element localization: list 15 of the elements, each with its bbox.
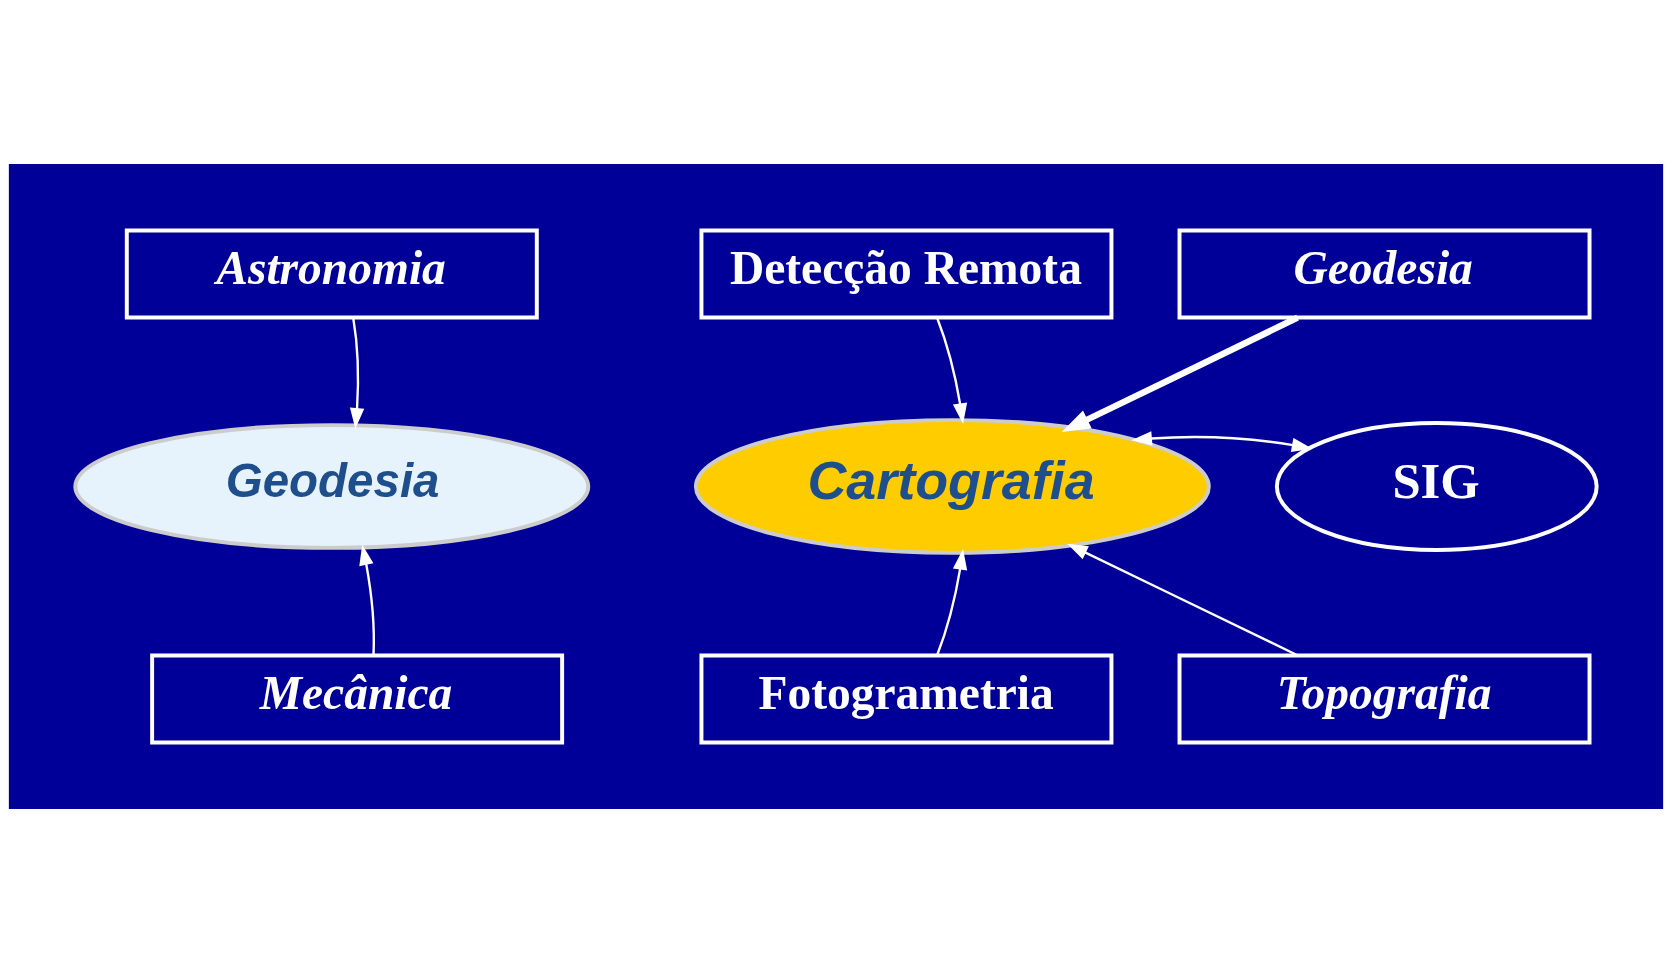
node-box: Geodesia <box>1177 228 1592 320</box>
node-box: Detecção Remota <box>699 228 1114 320</box>
arrow <box>936 317 968 424</box>
node-ellipse: Cartografia <box>693 418 1211 555</box>
arrow <box>349 317 365 429</box>
node-box: Mecânica <box>150 653 565 745</box>
node-box: Fotogrametria <box>699 653 1114 745</box>
node-ellipse: SIG <box>1274 421 1599 552</box>
arrow <box>1061 314 1299 432</box>
node-ellipse: Geodesia <box>73 423 591 550</box>
node-box: Topografia <box>1177 653 1592 745</box>
arrow <box>359 544 375 656</box>
arrow <box>1067 543 1298 657</box>
arrow <box>936 549 968 656</box>
node-box: Astronomia <box>124 228 539 320</box>
